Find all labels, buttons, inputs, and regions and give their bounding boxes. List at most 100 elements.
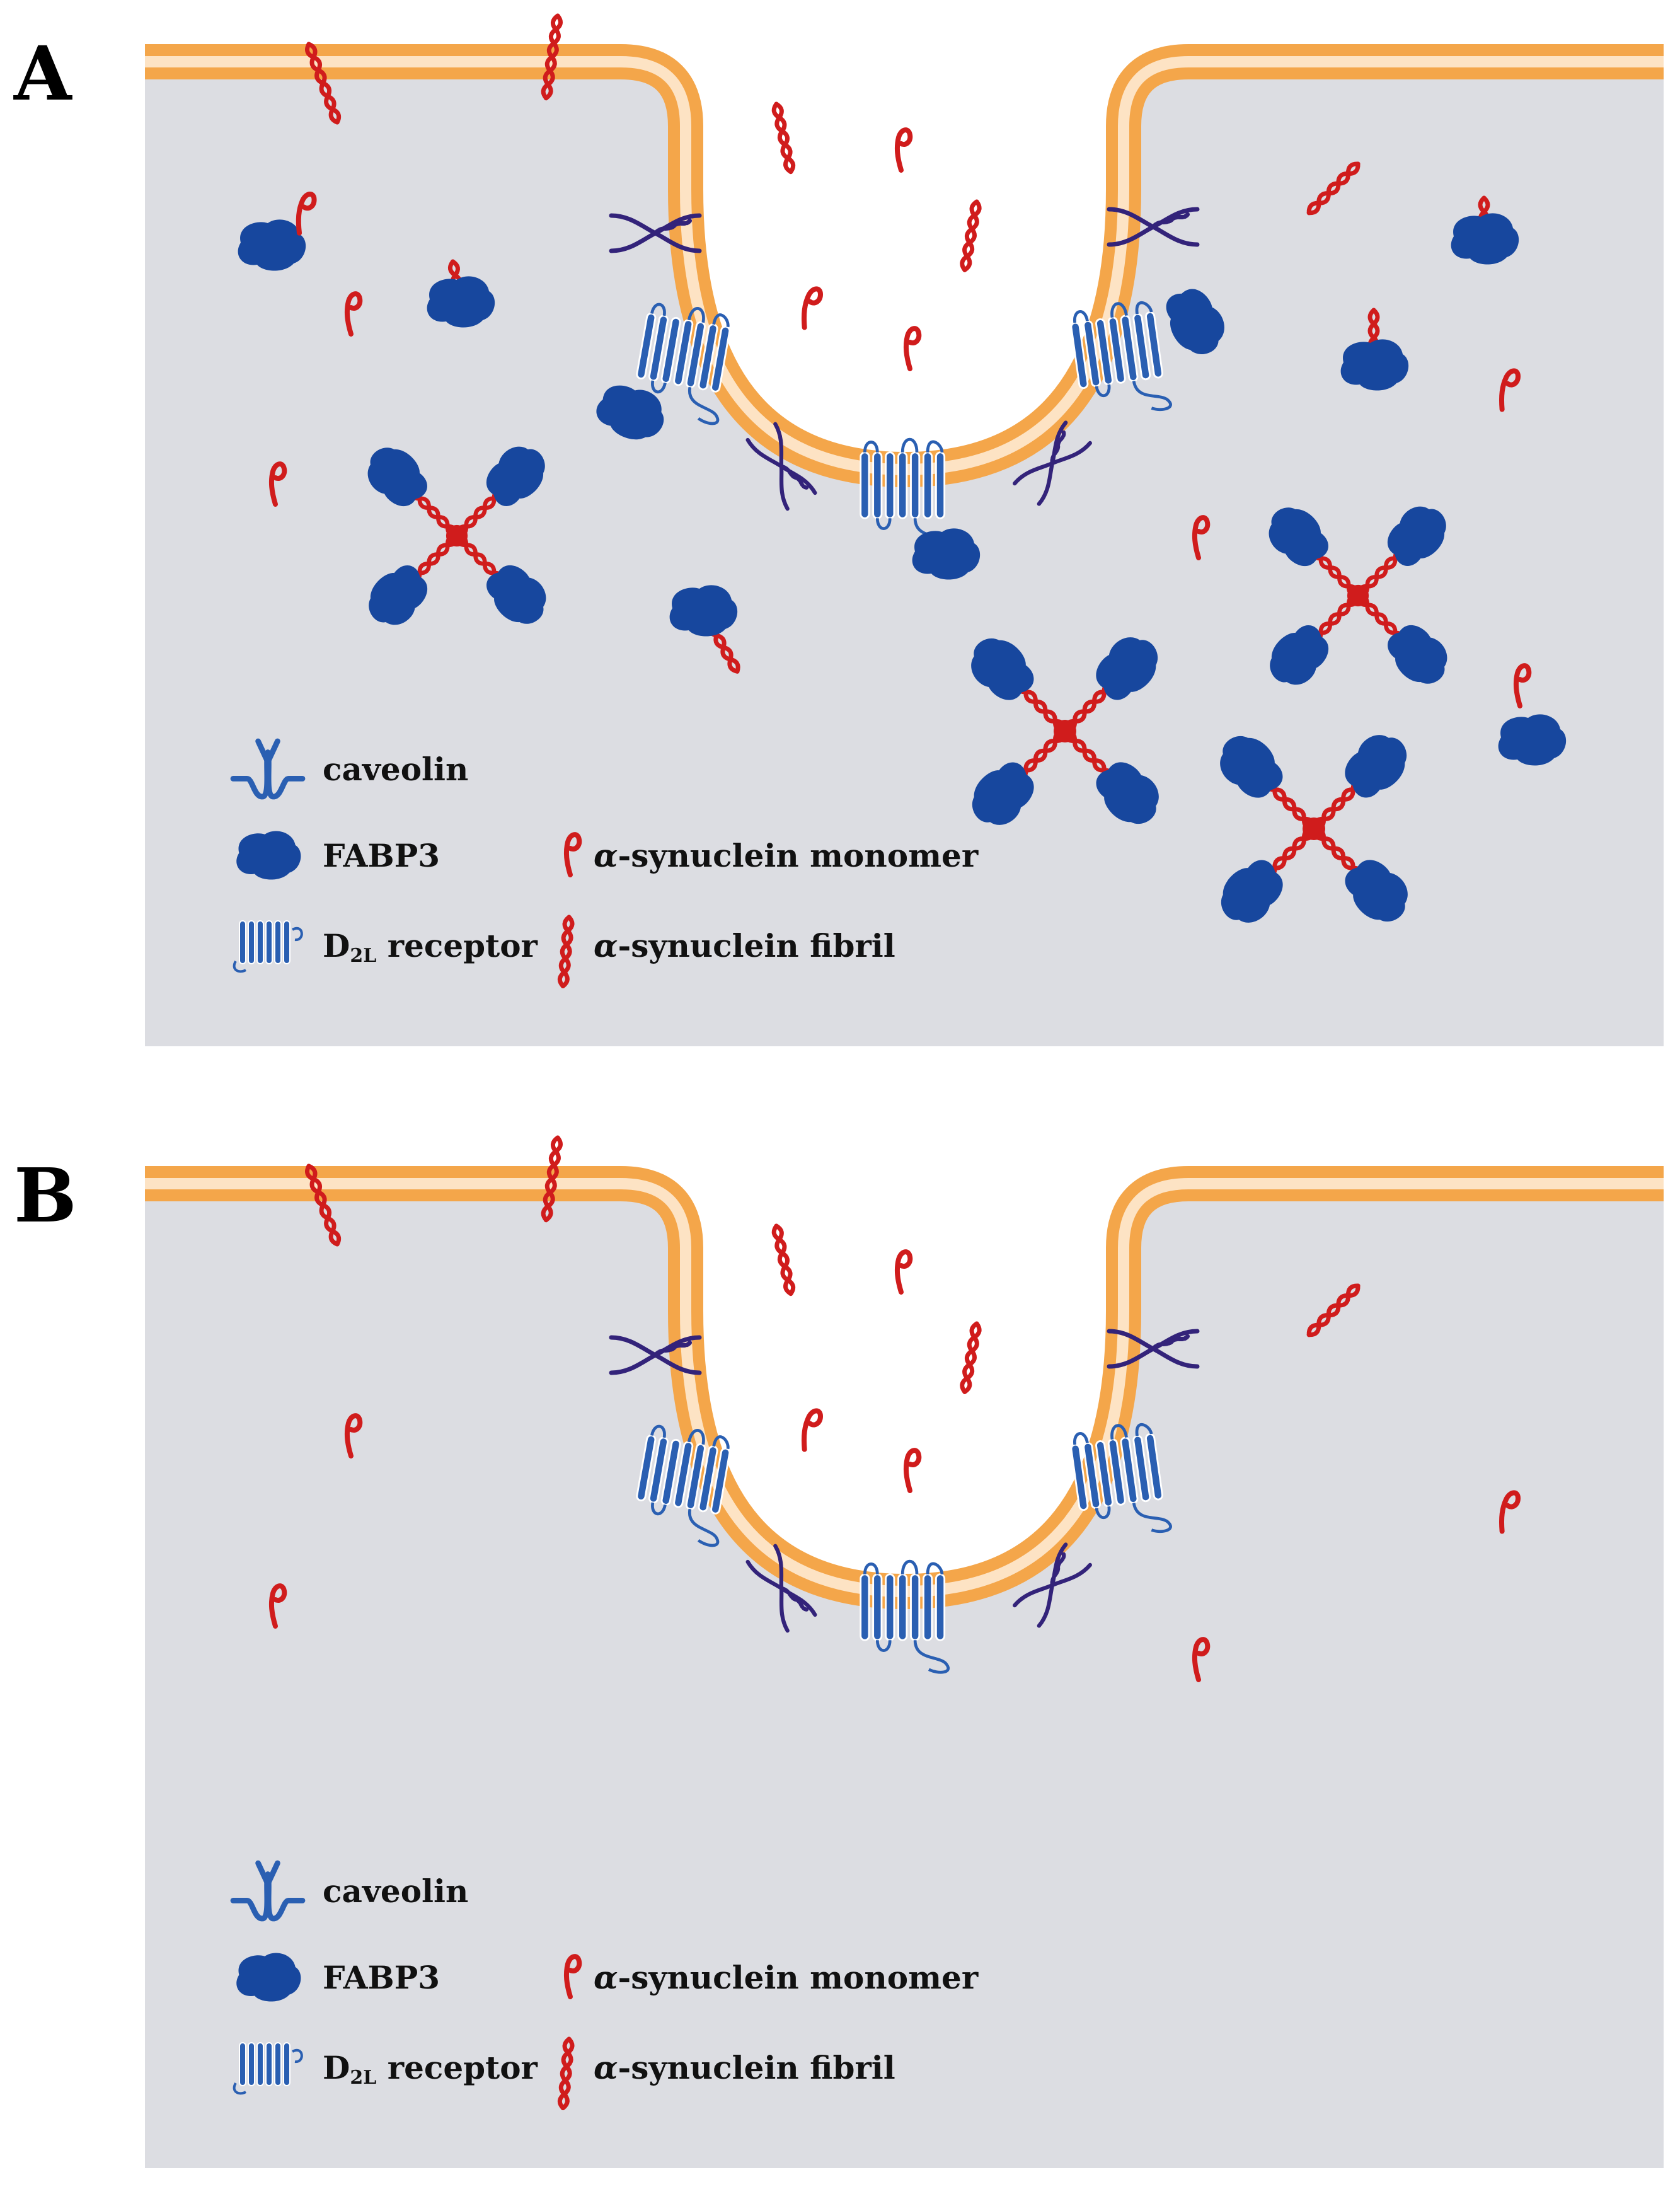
fabp3-icon	[669, 585, 738, 637]
synuclein-monomer-icon	[268, 461, 287, 507]
legend-caveolin-label: caveolin	[323, 751, 468, 788]
d2l-receptor-icon	[636, 303, 731, 425]
synuclein-monomer-icon	[894, 1249, 913, 1295]
fabp3-icon	[486, 565, 546, 624]
synuclein-monomer-icon	[894, 127, 913, 173]
d2l-receptor-icon	[636, 1424, 731, 1547]
synuclein-monomer-icon	[296, 192, 317, 236]
d2l-receptor-icon	[233, 920, 303, 973]
panel-b-scene: caveolin FABP3 D2L receptor α-synuclein …	[145, 1135, 1664, 2168]
synuclein-fibril-icon	[1306, 161, 1361, 216]
legend-d2l-label: D2L receptor	[323, 2049, 538, 2089]
synuclein-fibril-icon	[771, 101, 796, 175]
fabp3-icon	[238, 219, 306, 271]
fabp3-bound-synuclein	[669, 585, 740, 674]
legend-monomer-label: α-synuclein monomer	[594, 1959, 979, 1996]
fabp3-icon	[486, 446, 545, 506]
fabp3-icon	[972, 762, 1034, 825]
cell-cytoplasm	[145, 1184, 1664, 2168]
fabp3-synuclein-aggregate	[1220, 735, 1408, 923]
caveolins	[609, 1329, 1200, 1633]
aggregate-core	[1303, 817, 1325, 840]
fabp3-icon	[1096, 762, 1159, 824]
synuclein-monomer-icon	[903, 326, 922, 371]
legend-fabp3-label: FABP3	[323, 837, 440, 874]
legend: caveolin FABP3 D2L receptor α-synuclein …	[230, 1860, 979, 2111]
fabp3-icon	[236, 1953, 301, 2002]
synuclein-monomer-icon	[801, 1408, 823, 1452]
synuclein-fibril-icon	[557, 915, 575, 989]
cell-cytoplasm	[145, 62, 1664, 1046]
d2l-receptor-icon	[860, 1559, 950, 1674]
caveolin-icon	[609, 1335, 702, 1375]
fabp3-bound-synuclein	[1340, 308, 1409, 391]
synuclein-fibril-icon	[541, 13, 563, 101]
fabp3-icon	[912, 528, 981, 580]
panel-label-b: B	[14, 1152, 77, 1239]
caveolin-icon	[1013, 420, 1092, 506]
synuclein-monomer-icon	[268, 1583, 287, 1629]
synuclein-monomer-icon	[344, 291, 363, 337]
fabp3-icon	[1221, 860, 1283, 923]
legend-fibril-label: α-synuclein fibril	[594, 927, 895, 964]
fabp3-icon	[1166, 289, 1224, 355]
synuclein-monomer-icon	[563, 832, 582, 877]
fabp3-bound-synuclein	[1451, 195, 1519, 265]
legend-d2l-label: D2L receptor	[323, 927, 538, 967]
fabp3-icon	[1345, 860, 1408, 922]
synuclein-fibril-icon	[557, 2036, 575, 2111]
d2l-receptors	[636, 301, 1172, 552]
synuclein-monomer-icon	[801, 286, 823, 330]
fabp3-icon	[971, 638, 1034, 700]
synuclein-monomer-icon	[1499, 1490, 1521, 1534]
fabp3-icon	[1340, 339, 1409, 391]
synuclein-monomer-icon	[1499, 368, 1521, 412]
synuclein-fibril-icon	[541, 1135, 563, 1223]
synuclein-fibril-icon	[557, 915, 575, 989]
synuclein-monomer-icon	[1192, 1637, 1211, 1682]
panel-b: B caveolin FABP3 D2L receptor α-synuclei…	[0, 1122, 1680, 2206]
legend-fabp3-label: FABP3	[323, 1959, 440, 1996]
legend: caveolin FABP3 D2L receptor α-synuclein …	[230, 738, 979, 989]
synuclein-fibril-icon	[771, 1223, 796, 1296]
fabp3-bound-synuclein	[427, 259, 495, 328]
d2l-receptors	[636, 1423, 1172, 1674]
cytoplasm-area	[145, 1184, 1664, 2168]
synuclein-monomer-icon	[1513, 663, 1532, 708]
legend-monomer-label: α-synuclein monomer	[594, 837, 979, 874]
synuclein-fibril-icon	[305, 42, 342, 125]
caveolin-icon	[745, 422, 817, 511]
d2l-receptor-icon	[860, 437, 950, 552]
caveolin-icon	[1013, 1542, 1092, 1628]
fabp3-icon	[1388, 625, 1447, 684]
fabp3-synuclein-aggregate	[971, 637, 1159, 825]
d2l-receptor-icon	[1070, 1423, 1172, 1533]
fabp3-icon	[427, 276, 495, 328]
synuclein-monomer-icon	[563, 832, 582, 877]
fabp3-icon	[1451, 213, 1519, 265]
panel-a-scene: caveolin FABP3 D2L receptor α-synuclein …	[145, 13, 1664, 1046]
caveolin-icon	[1107, 207, 1200, 247]
synuclein-monomer-icon	[344, 1413, 363, 1458]
synuclein-fibril-icon	[960, 1321, 982, 1394]
fabp3-icon	[1096, 637, 1158, 700]
aggregate-core	[1347, 584, 1369, 607]
caveolin-icon	[609, 213, 702, 253]
panel-a: A caveolin FABP3 D2L receptor α-synuclei…	[0, 0, 1680, 1084]
fabp3-icon	[1387, 506, 1446, 566]
cytoplasm-area	[145, 62, 1664, 1046]
panel-label-a: A	[14, 30, 72, 117]
synuclein-fibril-icon	[557, 2036, 575, 2111]
aggregate-core	[446, 524, 468, 547]
fabp3-icon	[1498, 714, 1567, 766]
fabp3-icon	[236, 1953, 301, 2002]
synuclein-monomer-icon	[563, 1954, 582, 1999]
synuclein-monomer-icon	[903, 1448, 922, 1493]
caveolins	[609, 207, 1200, 511]
fabp3-icon	[1220, 736, 1283, 798]
fabp3-icon	[236, 831, 301, 880]
caveolin-icon	[230, 738, 306, 800]
fabp3-icon	[596, 385, 664, 440]
aggregate-core	[1054, 720, 1076, 742]
caveolin-icon	[1107, 1329, 1200, 1369]
